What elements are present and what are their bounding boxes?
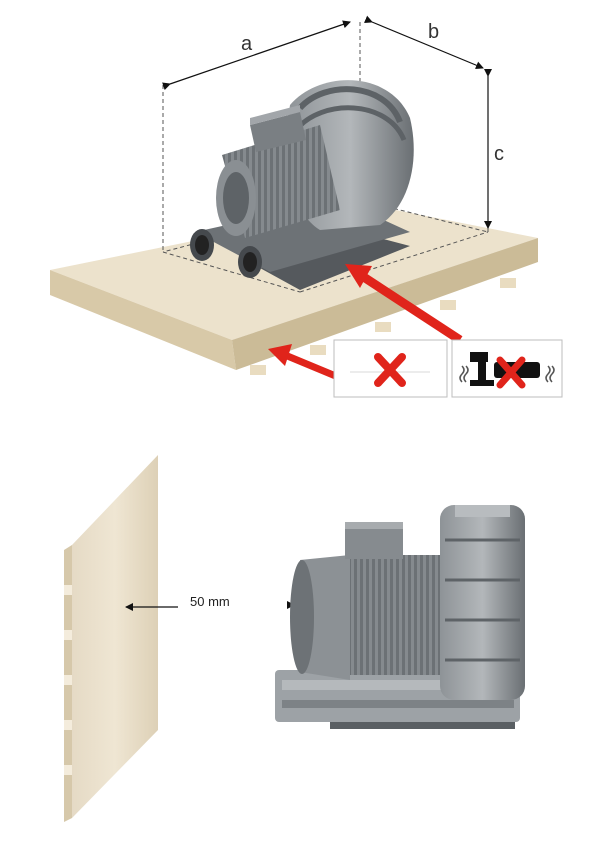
bottom-clearance-illustration: 50 mm <box>64 455 525 822</box>
side-channel-blower-side <box>275 505 525 729</box>
warning-no-soft-surface <box>333 339 448 398</box>
dimension-arrows <box>162 15 492 229</box>
cross-icon <box>374 353 406 387</box>
warning-no-vibration <box>451 339 563 398</box>
wall-panel <box>64 455 158 822</box>
dimension-label-c: c <box>494 143 504 165</box>
clearance-distance-label: 50 mm <box>190 594 230 609</box>
side-channel-blower-top <box>190 80 414 290</box>
top-installation-illustration: a b c <box>50 15 563 398</box>
dimension-label-b: b <box>428 21 439 43</box>
warning-arrows <box>268 264 463 381</box>
dimension-label-a: a <box>241 33 253 55</box>
vibration-cross-icon <box>496 356 526 389</box>
